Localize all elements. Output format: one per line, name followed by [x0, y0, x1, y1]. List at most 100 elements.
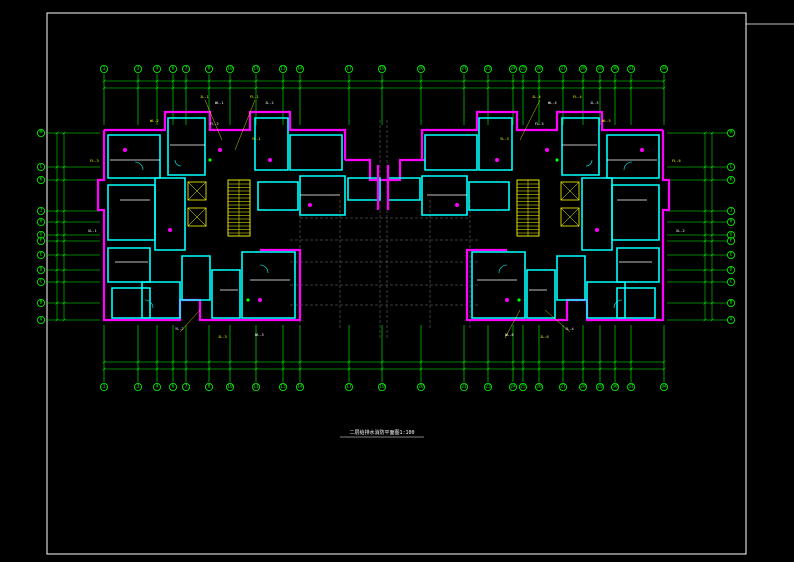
axis-bubble-circle [344, 382, 353, 391]
axis-bubble-label: 14 [297, 384, 303, 390]
axis-bubble-27: 27 [559, 382, 568, 391]
axis-bubble-circle [251, 65, 260, 74]
pipe-label: JL-1 [200, 95, 209, 99]
dim-tick [184, 86, 188, 90]
axis-bubble-34: 34 [660, 382, 669, 391]
pipe-label: JL-3 [218, 335, 227, 339]
axis-bubble-circle [483, 65, 492, 74]
axis-bubble-10: 10 [225, 382, 234, 391]
axis-bubble-A: A [727, 315, 736, 324]
dim-tick [710, 178, 714, 182]
axis-bubble-circle [727, 236, 736, 245]
dim-tick [710, 233, 714, 237]
axis-bubble-circle [727, 315, 736, 324]
axis-bubble-20: 20 [416, 382, 425, 391]
axis-bubble-label: A [40, 317, 43, 323]
dim-tick [662, 79, 666, 83]
axis-bubble-label: C [730, 279, 733, 285]
pipe-label: FL-2 [210, 122, 219, 126]
pipe-label: YL-3 [500, 137, 509, 141]
dim-tick [184, 367, 188, 371]
axis-bubble-M: M [37, 128, 46, 137]
axis-bubble-circle [727, 250, 736, 259]
dim-tick [55, 209, 59, 213]
pipe-label: YL-4 [565, 327, 574, 331]
dim-tick [298, 367, 302, 371]
axis-bubble-label: 29 [597, 66, 603, 72]
dimension-chains [55, 79, 714, 371]
dim-tick [662, 367, 666, 371]
pipe-label: FL-1 [250, 95, 259, 99]
axis-bubble-label: D [40, 267, 43, 273]
dim-tick [55, 165, 59, 169]
axis-bubble-circle [295, 65, 304, 74]
drawing-title: 二层给排水消防平面图1:100 [349, 429, 414, 436]
axis-bubble-label: 17 [346, 66, 352, 72]
axis-bubble-circle [611, 65, 620, 74]
dim-tick [710, 131, 714, 135]
axis-bubble-6: 6 [168, 382, 177, 391]
axis-bubble-circle [133, 382, 142, 391]
axis-bubble-label: H [40, 219, 43, 225]
dim-tick [511, 360, 515, 364]
outer-frame [46, 12, 747, 555]
axis-bubble-8: 8 [204, 65, 213, 74]
dim-tick [62, 280, 66, 284]
dim-tick [581, 367, 585, 371]
axis-bubble-circle [727, 206, 736, 215]
dim-tick [102, 86, 106, 90]
dim-tick [184, 79, 188, 83]
dim-tick [254, 360, 258, 364]
axis-bubble-label: 31 [628, 384, 634, 390]
axis-bubble-circle [727, 298, 736, 307]
axis-bubble-circle [727, 217, 736, 226]
dim-tick [228, 367, 232, 371]
dim-tick [55, 178, 59, 182]
axis-bubble-13: 13 [278, 65, 287, 74]
axis-bubble-circle [225, 65, 234, 74]
axis-bubble-circle [152, 65, 161, 74]
dim-tick [380, 367, 384, 371]
dim-tick [281, 79, 285, 83]
axis-bubble-circle [37, 298, 46, 307]
dim-tick [207, 79, 211, 83]
axis-bubble-L: L [727, 162, 736, 171]
dim-tick [62, 253, 66, 257]
pipe-label: JL-2 [265, 101, 274, 105]
axis-bubble-31: 31 [627, 65, 636, 74]
axis-bubble-14: 14 [295, 65, 304, 74]
axis-bubble-label: L [730, 164, 733, 170]
axis-bubble-label: 30 [612, 66, 618, 72]
axis-bubble-circle [416, 382, 425, 391]
dim-tick [155, 367, 159, 371]
axis-bubble-circle [727, 277, 736, 286]
dim-tick [55, 318, 59, 322]
dim-tick [537, 79, 541, 83]
axis-bubble-M: M [727, 128, 736, 137]
dim-tick [254, 367, 258, 371]
axis-bubble-circle [278, 382, 287, 391]
pipe-label: XL-2 [676, 229, 685, 233]
dim-tick [613, 367, 617, 371]
label-leader [504, 309, 521, 339]
axis-bubble-C: C [37, 277, 46, 286]
axis-bubble-27: 27 [559, 65, 568, 74]
dim-tick [581, 360, 585, 364]
dim-tick [598, 367, 602, 371]
axis-bubble-3: 3 [133, 65, 142, 74]
axis-bubble-label: M [730, 130, 733, 136]
axis-bubble-label: G [40, 232, 43, 238]
axis-bubble-F: F [727, 236, 736, 245]
axis-bubble-label: 11 [253, 384, 259, 390]
dim-tick [419, 367, 423, 371]
dim-tick [55, 301, 59, 305]
axis-bubble-6: 6 [168, 65, 177, 74]
axis-bubble-29: 29 [596, 382, 605, 391]
axis-bubble-circle [611, 382, 620, 391]
dim-tick [598, 360, 602, 364]
axis-bubble-4: 4 [152, 382, 161, 391]
dim-tick [703, 268, 707, 272]
dim-tick [62, 165, 66, 169]
axis-bubble-label: 3 [137, 384, 140, 390]
